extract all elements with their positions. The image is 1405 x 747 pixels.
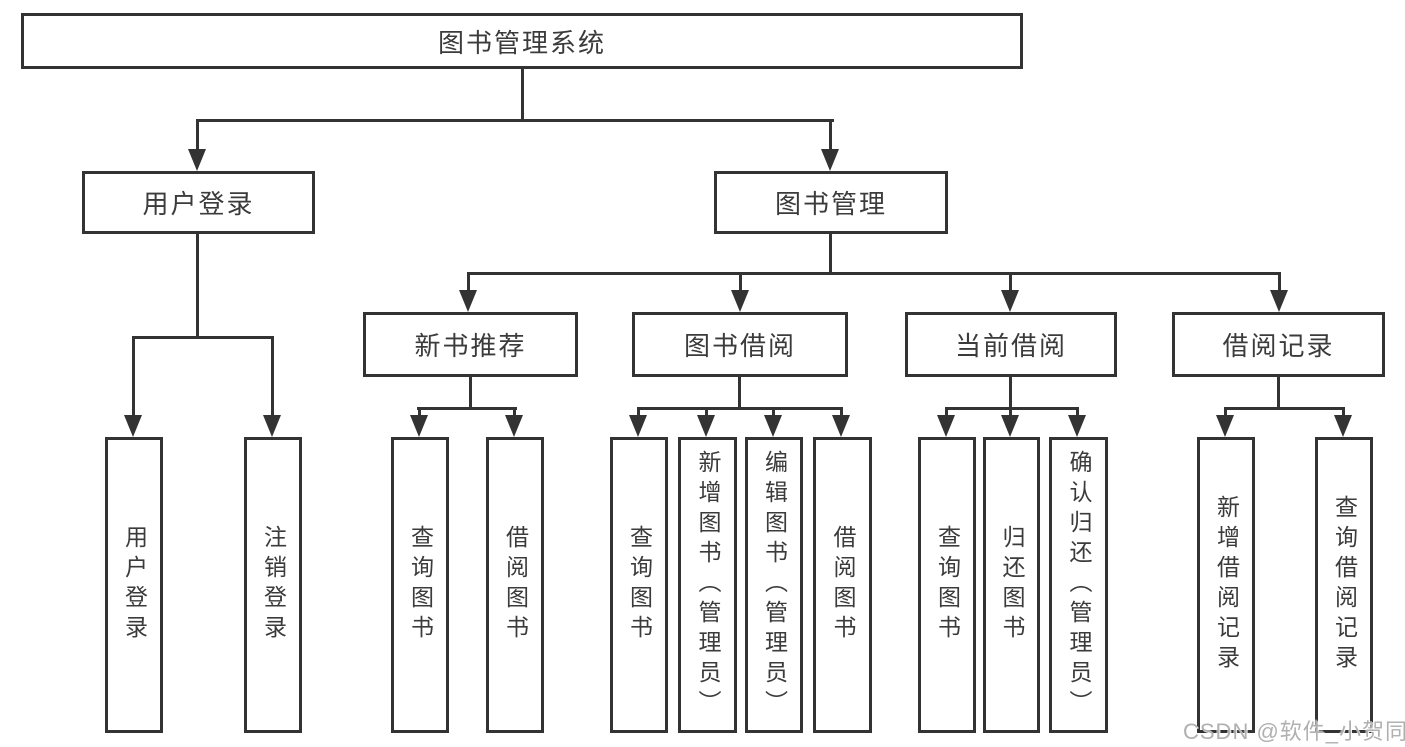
connector-borrowing-drop-3 (772, 407, 775, 417)
connector-borrowing-stem (738, 377, 741, 410)
connector-records-bar (1224, 407, 1345, 410)
arrowhead-down-icon (832, 415, 850, 437)
node-query-books-borrowing: 查询图书 (610, 437, 668, 733)
connector-bookmgmt-drop-3 (1009, 272, 1012, 292)
node-confirm-return-admin: 确认归还（管理员） (1049, 437, 1108, 733)
arrowhead-down-icon (731, 290, 749, 312)
node-borrow-books-recommend: 借阅图书 (486, 437, 544, 733)
connector-newbook-bar (417, 407, 517, 410)
node-return-book: 归还图书 (983, 437, 1040, 733)
arrowhead-down-icon (188, 149, 206, 171)
node-query-books-recommend: 查询图书 (391, 437, 449, 733)
node-query-borrow-record: 查询借阅记录 (1315, 437, 1373, 733)
connector-borrowing-drop-1 (637, 407, 640, 417)
arrowhead-down-icon (263, 415, 281, 437)
connector-current-drop-3 (1076, 407, 1079, 417)
node-book-management: 图书管理 (714, 171, 948, 234)
connector-newbook-stem (469, 377, 472, 410)
connector-current-stem (1009, 377, 1012, 410)
connector-bookmgmt-bar (468, 272, 1280, 275)
connector-bookmgmt-drop-2 (739, 272, 742, 292)
node-new-book-recommend: 新书推荐 (363, 312, 578, 377)
connector-root-drop-left (196, 119, 199, 151)
arrowhead-down-icon (821, 149, 839, 171)
arrowhead-down-icon (1216, 415, 1234, 437)
arrowhead-down-icon (697, 415, 715, 437)
node-logout: 注销登录 (244, 437, 302, 733)
connector-records-drop-1 (1224, 407, 1227, 417)
node-current-borrowing: 当前借阅 (905, 312, 1117, 377)
connector-bookmgmt-stem (829, 234, 832, 275)
connector-newbook-drop-2 (513, 407, 516, 417)
node-add-book-admin: 新增图书（管理员） (678, 437, 737, 733)
arrowhead-down-icon (124, 415, 142, 437)
connector-borrowing-drop-4 (840, 407, 843, 417)
node-add-borrow-record: 新增借阅记录 (1197, 437, 1255, 733)
arrowhead-down-icon (629, 415, 647, 437)
node-library-management-system: 图书管理系统 (21, 13, 1023, 69)
node-query-books-current: 查询图书 (918, 437, 976, 733)
connector-root-bar (197, 119, 834, 122)
connector-root-drop-right (829, 119, 832, 151)
arrowhead-down-icon (1001, 415, 1019, 437)
arrowhead-down-icon (937, 415, 955, 437)
connector-borrowing-drop-2 (705, 407, 708, 417)
arrowhead-down-icon (410, 415, 428, 437)
arrowhead-down-icon (1068, 415, 1086, 437)
connector-userlogin-drop-1 (132, 336, 135, 417)
connector-current-drop-1 (945, 407, 948, 417)
connector-records-drop-2 (1342, 407, 1345, 417)
connector-current-bar (945, 407, 1079, 410)
arrowhead-down-icon (1334, 415, 1352, 437)
arrowhead-down-icon (1001, 290, 1019, 312)
arrowhead-down-icon (505, 415, 523, 437)
connector-userlogin-drop-2 (271, 336, 274, 417)
node-borrowing-records: 借阅记录 (1172, 312, 1385, 377)
arrowhead-down-icon (1270, 290, 1288, 312)
connector-userlogin-bar (132, 336, 274, 339)
connector-userlogin-stem (196, 234, 199, 339)
connector-root-stem (521, 69, 524, 122)
node-user-login: 用户登录 (82, 171, 315, 234)
node-user-login-leaf: 用户登录 (105, 437, 163, 733)
watermark: CSDN @软件_小贺同学 (1183, 719, 1405, 744)
connector-borrowing-bar (637, 407, 843, 410)
node-edit-book-admin: 编辑图书（管理员） (745, 437, 803, 733)
arrowhead-down-icon (459, 290, 477, 312)
arrowhead-down-icon (764, 415, 782, 437)
node-borrow-books-borrowing: 借阅图书 (813, 437, 872, 733)
connector-newbook-drop-1 (418, 407, 421, 417)
connector-records-stem (1277, 377, 1280, 410)
connector-bookmgmt-drop-4 (1278, 272, 1281, 292)
connector-current-drop-2 (1009, 407, 1012, 417)
node-book-borrowing: 图书借阅 (632, 312, 848, 377)
connector-bookmgmt-drop-1 (467, 272, 470, 292)
